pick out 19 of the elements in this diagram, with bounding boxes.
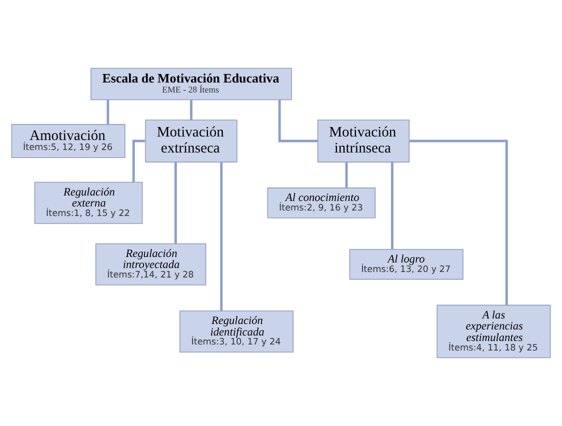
connector bbox=[190, 100, 192, 120]
node-box: Al logro Ítems:6, 13, 20 y 27 bbox=[349, 249, 464, 280]
connector bbox=[132, 140, 146, 182]
connector bbox=[174, 162, 177, 244]
connector bbox=[278, 100, 318, 142]
connector bbox=[390, 162, 394, 250]
node-box: Motivación extrínseca bbox=[145, 120, 238, 162]
connector bbox=[106, 100, 110, 124]
node-box: Regulación introyectada Ítems:7,14, 21 y 28 bbox=[95, 243, 206, 286]
connector bbox=[220, 162, 223, 311]
node-box: Amotivación Ítems:5, 12, 19 y 26 bbox=[11, 124, 126, 158]
connector bbox=[345, 162, 348, 188]
node-box: Regulación identificada Ítems:3, 10, 17 y 24 bbox=[180, 310, 294, 352]
node-box: Motivación intrínseca bbox=[317, 120, 410, 162]
connector bbox=[410, 140, 508, 305]
node-box: Al conocimiento Ítems:2, 9, 16 y 23 bbox=[267, 188, 376, 218]
node-box: A las experiencias estimulantes Ítems:4, 11, 18 y 25 bbox=[436, 304, 551, 358]
node-box: Escala de Motivación Educativa EME - 28 Ítems bbox=[90, 68, 292, 100]
node-box: Regulación externa Ítems:1, 8, 15 y 22 bbox=[34, 182, 143, 224]
